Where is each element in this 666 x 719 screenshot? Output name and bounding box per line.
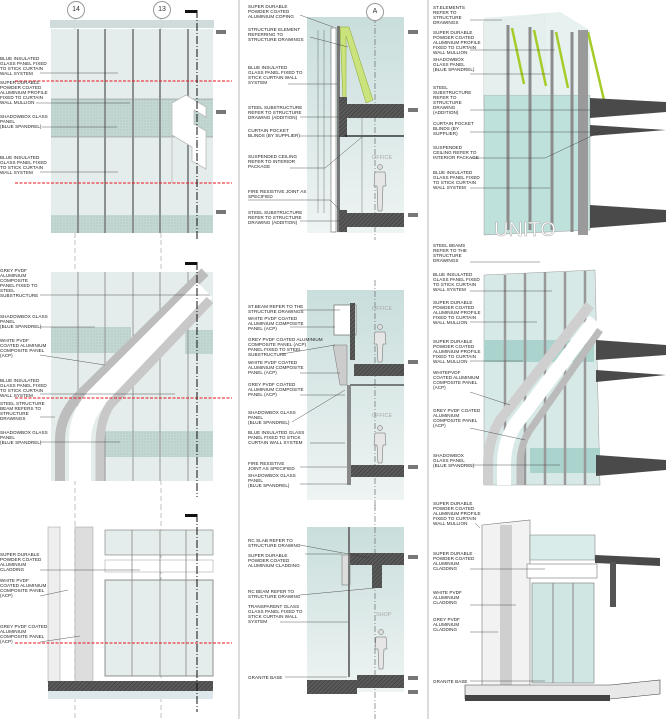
room-label-office: OFFICE <box>372 413 393 419</box>
room-label-shop: SHOP <box>376 612 392 618</box>
annotation: CURTAIN POCKET BLINDS (BY SUPPLIER) <box>433 121 474 137</box>
annotation: STEEL BEAMS REFER TO THE STRUCTURE DRAWI… <box>433 243 468 264</box>
annotation: GREY PVDF ALUMINIUM CLADDING <box>433 617 460 633</box>
person-silhouette-icon <box>373 164 387 212</box>
axon-mid-drawing <box>483 269 666 486</box>
annotation: GREY PVDF COATED ALUMINIUM COMPOSITE PAN… <box>248 382 304 398</box>
room-label-office: OFFICE <box>372 306 393 312</box>
annotation: SUPER DURABLE POWDER COATED ALUMINIUM PR… <box>433 300 481 326</box>
elevation-bottom-drawing <box>15 505 232 719</box>
person-silhouette-icon <box>373 324 387 363</box>
grid-bubble-a: A <box>366 3 384 21</box>
section-top-drawing <box>307 17 418 240</box>
annotation: WHITE PVDF COATED ALUMINIUM COMPOSITE PA… <box>248 316 304 332</box>
signage-letters: UNITO <box>494 219 556 241</box>
annotation: GREY PVDF ALUMINIUM COMPOSITE PANEL FIXE… <box>0 268 39 299</box>
annotation: BLUE INSULATED GLASS PANEL FIXED TO STIC… <box>0 378 47 399</box>
elevation-top-drawing <box>15 10 232 240</box>
annotation: WHITE PVDF COATED ALUMINIUM COMPOSITE PA… <box>0 578 47 599</box>
annotation: SUPER DURABLE POWDER COATED ALUMINIUM CL… <box>0 552 42 573</box>
annotation: CURTAIN POCKET BLINDS (BY SUPPLIER) <box>248 128 300 139</box>
annotation: SUPER DURABLE POWDER COATED ALUMINIUM PR… <box>433 339 481 365</box>
annotation: TRANSPARENT GLASS GLASS PANEL FIXED TO S… <box>248 604 303 625</box>
annotation: BLUE INSULATED GLASS PANEL FIXED TO STIC… <box>248 65 303 86</box>
annotation: RC SLAB REFER TO STRUCTURE DRAWING <box>248 538 301 549</box>
annotation: SUPER DURABLE POWDER COATED ALUMINIUM CO… <box>248 4 294 20</box>
annotation: GRANITE BASE <box>433 679 468 684</box>
grid-bubble-14: 14 <box>67 1 85 19</box>
axon-bottom-drawing <box>464 519 661 701</box>
annotation: ST.ELEMENTS REFER TO STRUCTURE DRAWINGS <box>433 5 465 26</box>
annotation: FIRE RESISTIVE JOINT AS SPECIFIED <box>248 189 307 200</box>
axon-top-drawing: UNITO <box>483 12 666 241</box>
annotation: BLUE INSULATED GLASS PANEL FIXED TO STIC… <box>433 272 480 293</box>
person-silhouette-icon <box>374 629 388 670</box>
annotation: SHADOWBOX GLASS PANEL (BLUE SPANDREL) <box>248 473 296 489</box>
annotation: WHITEPVDF COATED ALUMINIUM COMPOSITE PAN… <box>433 370 480 391</box>
annotation: GREY PVDF COATED ALUMINIUM COMPOSITE PAN… <box>0 624 48 645</box>
annotation: SUPER DURABLE POWDER COATED ALUMINIUM CL… <box>248 553 300 569</box>
annotation: FIRE RESISTIVE JOINT AS SPECIFIED <box>248 461 295 472</box>
annotation: BLUE INSULATED GLASS PANEL FIXED TO STIC… <box>0 155 47 176</box>
annotation: SHADOWBOX GLASS PANEL (BLUE SPANDREL) <box>433 453 475 469</box>
annotation: ST.BEAM REFER TO THE STRUCTURE DRAWINGS <box>248 304 304 315</box>
person-silhouette-icon <box>373 425 387 464</box>
annotation: BLUE INSULATED GLASS PANEL FIXED TO STIC… <box>0 56 47 77</box>
annotation: GRANITE BASE <box>248 675 283 680</box>
grid-bubble-13: 13 <box>153 1 171 19</box>
annotation: RC BEAM REFER TO STRUCTURE DRAWING <box>248 589 301 600</box>
annotation: STEEL STRUCTURE BEAM REFERS TO STRUCTURE… <box>0 401 45 422</box>
annotation: SUPER DURABLE POWDER COATED ALUMINIUM PR… <box>433 30 481 56</box>
annotation: STEEL SUBSTRUCTURE REFER TO STRUCTURE DR… <box>248 105 303 121</box>
annotation: STRUCTURE ELEMENT REFERRING TO STRUCTURE… <box>248 27 304 43</box>
elevation-mid-drawing <box>15 240 232 505</box>
annotation: STEEL SUBSTRUCTURE REFER TO STRUCTURE DR… <box>248 210 303 226</box>
annotation: SHADOWBOX GLASS PANEL (BLUE SPANDREL) <box>0 114 48 130</box>
annotation: SHADOWBOX GLASS PANEL (BLUE SPANDREL) <box>248 410 296 426</box>
section-bottom-drawing <box>307 505 418 719</box>
annotation: SHADOWBOX GLASS PANEL (BLUE SPANDREL) <box>0 314 48 330</box>
annotation: SHADOWBOX GLASS PANEL (BLUE SPANDREL) <box>0 430 48 446</box>
annotation: GREY PVDF COATED ALUMINIUM COMPOSITE PAN… <box>433 408 481 429</box>
section-mid-drawing <box>307 280 418 510</box>
annotation: GREY PVDF COATED ALUMINIUM COMPOSITE PAN… <box>248 337 323 358</box>
annotation: WHITE PVDF COATED ALUMINIUM COMPOSITE PA… <box>0 338 47 359</box>
annotation: SUPER DURABLE POWDER COATED ALUMINIUM CL… <box>433 551 475 572</box>
annotation: BLUE INSULATED GLASS PANEL FIXED TO STIC… <box>248 430 305 446</box>
annotation: WHITE PVDF COATED ALUMINIUM COMPOSITE PA… <box>248 360 304 376</box>
annotation: SHADOWBOX GLASS PANEL (BLUE SPANDREL) <box>433 57 475 73</box>
room-label-office: OFFICE <box>372 155 393 161</box>
annotation: STEEL SUBSTRUCTURE REFER TO STRUCTURE DR… <box>433 85 472 116</box>
annotation: SUSPENDED CEILING REFER TO INTERIOR PACK… <box>248 154 298 170</box>
annotation: SUSPENDED CEILING REFER TO INTERIOR PACK… <box>433 145 479 161</box>
panel-dividers <box>238 0 429 719</box>
annotation: WHITE PVDF ALUMINIUM CLADDING <box>433 590 462 606</box>
annotation: BLUE INSULATED GLASS PANEL FIXED TO STIC… <box>433 170 480 191</box>
annotation: SUPER DURABLE POWDER COATED ALUMINIUM PR… <box>433 501 481 527</box>
annotation: SUPER DURABLE POWDER COATED ALUMINIUM PR… <box>0 80 48 106</box>
